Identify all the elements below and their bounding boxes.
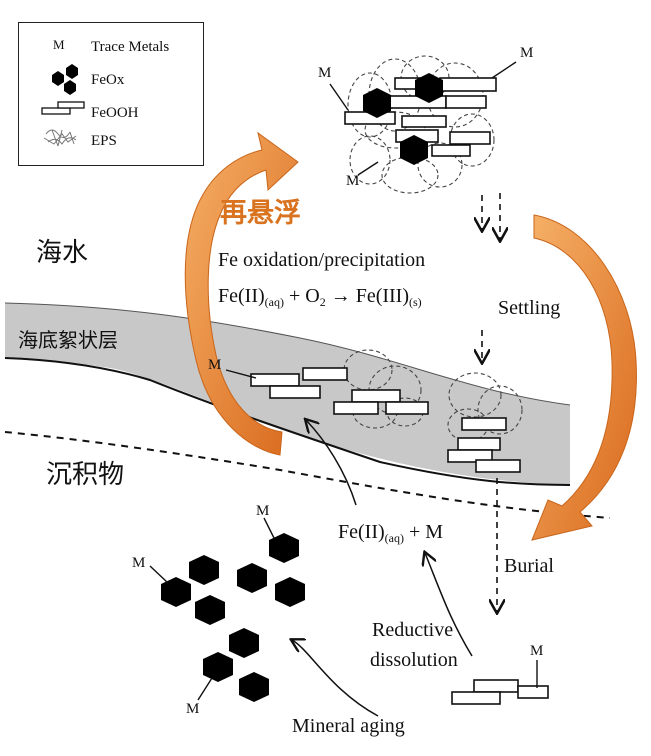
seawater-label: 海水 — [36, 238, 89, 268]
legend-eps-label: EPS — [91, 133, 117, 149]
dissolution-label: dissolution — [370, 649, 458, 671]
mineral-aging-label: Mineral aging — [292, 715, 405, 737]
legend: M Trace Metals FeOx FeOOH EPS — [18, 22, 204, 166]
metal-label-top-bottom: M — [346, 173, 360, 189]
aged-feox-middle — [237, 533, 305, 607]
buried-feooh — [451, 679, 549, 705]
legend-metal-symbol: M — [53, 37, 65, 52]
resuspension-label: 再悬浮 — [220, 198, 301, 229]
legend-eps-icon — [43, 129, 77, 147]
metal-label-top-right: M — [520, 45, 534, 61]
resuspension-arrow-left — [184, 131, 299, 456]
settling-arrows — [482, 193, 500, 362]
eq-arrow: → — [325, 285, 356, 307]
eq-fe2-sub: (aq) — [264, 295, 284, 309]
aged-feox-left — [161, 555, 225, 625]
floc-left-feooh — [250, 367, 429, 415]
resuspension-arrow-right — [531, 214, 637, 541]
metal-label-aged-lower: M — [186, 701, 200, 717]
eq-plus-o2: + O — [283, 285, 320, 307]
eq-fe2: Fe(II) — [218, 285, 265, 307]
fe-oxidation-title: Fe oxidation/precipitation — [218, 249, 426, 271]
legend-feooh-icon — [41, 101, 85, 115]
sed-eq-fe2: Fe(II) — [338, 521, 385, 543]
floc-left-metal-leader — [225, 369, 257, 379]
floc-layer-top-line — [4, 302, 571, 406]
metal-label-aged-left: M — [132, 555, 146, 571]
sediment-equation: Fe(II)(aq) + M — [338, 522, 443, 544]
eq-fe3: Fe(III) — [355, 285, 410, 307]
sediment-boundary-dashed — [4, 431, 611, 519]
metal-label-floc: M — [208, 357, 222, 373]
burial-label: Burial — [504, 555, 554, 577]
eq-fe3-sub: (s) — [409, 295, 422, 309]
eq-o2-sub: 2 — [319, 295, 326, 309]
sed-eq-fe2-sub: (aq) — [384, 531, 404, 545]
top-cluster-metal-leaders — [329, 61, 517, 176]
metal-label-aged-middle: M — [256, 503, 270, 519]
floc-right-feooh — [447, 417, 521, 473]
reductive-dissolution-arrow — [425, 553, 473, 657]
mineral-aging-arrow — [292, 640, 379, 717]
legend-feox-icon — [52, 64, 78, 95]
oxidation-equation: Fe(II)(aq) + O2 → Fe(III)(s) — [218, 286, 422, 308]
settling-label: Settling — [498, 297, 561, 319]
sed-eq-rest: + M — [403, 521, 444, 543]
legend-feooh-label: FeOOH — [91, 105, 139, 121]
top-cluster-feox — [363, 73, 443, 165]
floc-layer-label: 海底絮状层 — [18, 328, 118, 352]
top-cluster-feooh — [344, 77, 497, 157]
legend-feox-label: FeOx — [91, 72, 125, 88]
metal-label-top-left: M — [318, 65, 332, 81]
reductive-label: Reductive — [372, 619, 454, 641]
aged-feox-lower — [203, 628, 269, 702]
floc-layer-bottom-line — [4, 357, 571, 486]
sediment-label: 沉积物 — [46, 460, 125, 490]
legend-trace-metals-label: Trace Metals — [91, 39, 170, 55]
metal-label-buried: M — [530, 643, 544, 659]
aged-metal-leaders — [149, 517, 275, 701]
fe2-upward-arrow — [306, 420, 357, 506]
